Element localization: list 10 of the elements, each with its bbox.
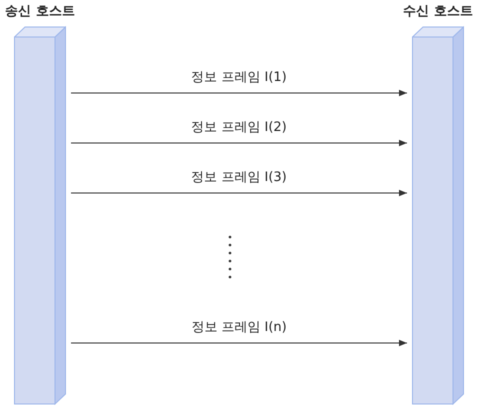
- arrow: [70, 340, 408, 346]
- arrow: [70, 140, 408, 146]
- edge-label: 정보 프레임 I(3): [189, 168, 289, 186]
- host-heading: 수신 호스트: [402, 3, 474, 20]
- host-heading: 송신 호스트: [4, 3, 76, 20]
- edge-label: 정보 프레임 I(n): [189, 318, 289, 336]
- edge-label: 정보 프레임 I(1): [189, 68, 289, 86]
- arrow: [70, 190, 408, 196]
- arrow: [70, 90, 408, 96]
- edge-label: 정보 프레임 I(2): [189, 118, 289, 136]
